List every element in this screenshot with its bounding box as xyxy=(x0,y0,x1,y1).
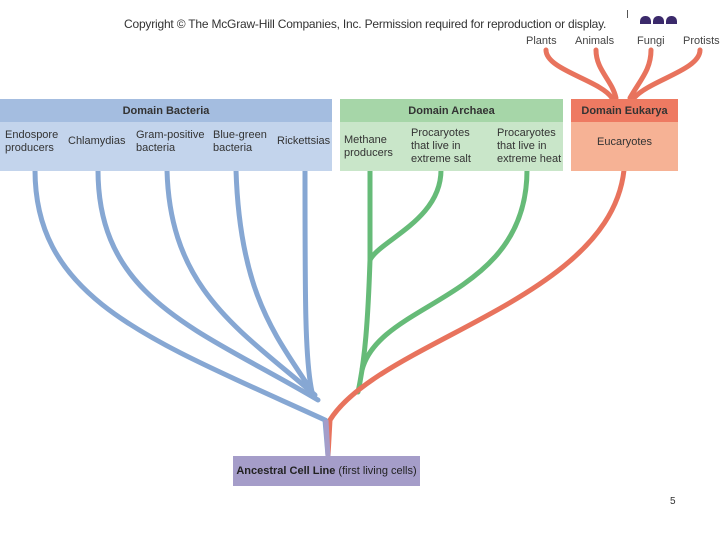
taxon-extreme-heat: Procaryotes that live in extreme heat xyxy=(497,127,562,165)
divider-tick xyxy=(627,10,628,18)
branch-chlamydias xyxy=(95,167,321,403)
label-fungi: Fungi xyxy=(637,35,665,47)
label-animals: Animals xyxy=(575,35,615,47)
branch-blue-green xyxy=(233,167,315,395)
domain-bacteria-title: Domain Bacteria xyxy=(0,99,332,122)
taxon-extreme-salt: Procaryotes that live in extreme salt xyxy=(411,127,471,165)
label-protists: Protists xyxy=(683,35,720,47)
ancestral-cell-line-box: Ancestral Cell Line (first living cells) xyxy=(233,456,420,486)
branch-extreme-salt xyxy=(367,167,444,263)
branch-plants xyxy=(543,47,615,101)
taxon-eucaryotes: Eucaryotes xyxy=(597,136,653,148)
taxon-blue-green: Blue-green bacteria xyxy=(213,129,267,154)
copyright-notice: Copyright © The McGraw-Hill Companies, I… xyxy=(124,17,607,31)
taxon-gram-positive: Gram-positive bacteria xyxy=(136,129,205,154)
label-plants: Plants xyxy=(526,35,557,47)
domain-archaea-box: Domain Archaea Methane producers Procary… xyxy=(340,99,563,171)
branch-endospore-producers xyxy=(32,167,331,459)
domain-eukarya-title: Domain Eukarya xyxy=(571,99,678,122)
branch-gram-positive xyxy=(164,167,318,398)
page-number: 5 xyxy=(670,496,676,507)
domain-bacteria-box: Domain Bacteria Endospore producers Chla… xyxy=(0,99,332,171)
branch-methane-producers xyxy=(355,167,373,395)
taxon-methane-producers: Methane producers xyxy=(344,134,393,159)
domain-archaea-title: Domain Archaea xyxy=(340,99,563,122)
root-label-bold: Ancestral Cell Line xyxy=(236,465,336,477)
publisher-logo xyxy=(640,11,680,24)
root-label-rest: (first living cells) xyxy=(335,465,417,477)
domain-eukarya-box: Domain Eukarya Eucaryotes xyxy=(571,99,678,171)
taxon-chlamydias: Chlamydias xyxy=(68,135,126,147)
branch-fungi xyxy=(627,47,654,101)
taxon-rickettsias: Rickettsias xyxy=(277,135,331,147)
taxon-endospore-producers: Endospore producers xyxy=(5,129,59,154)
branch-protists xyxy=(631,47,703,101)
branch-eucaryotes xyxy=(325,167,627,459)
branch-extreme-heat xyxy=(359,167,530,373)
branch-animals xyxy=(593,47,619,101)
branch-rickettsias xyxy=(302,167,315,395)
